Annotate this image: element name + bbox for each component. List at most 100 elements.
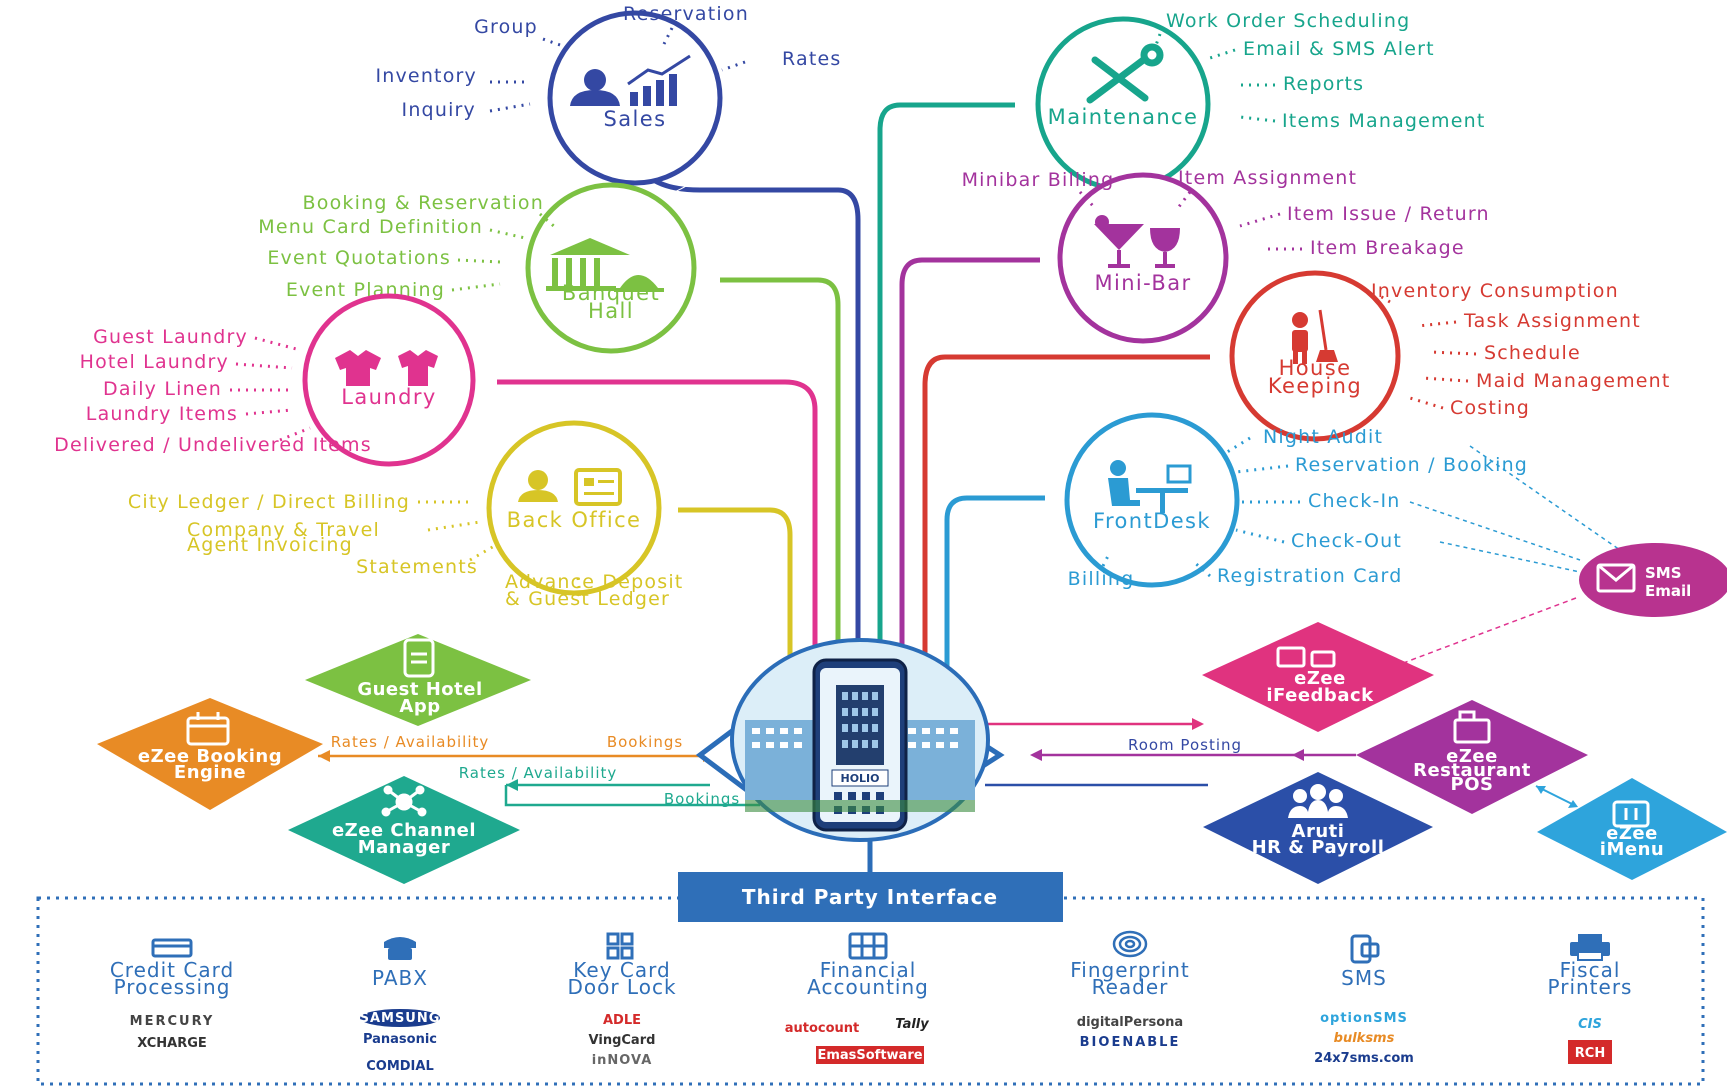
minibar-item-breakage: Item Breakage — [1310, 237, 1465, 259]
integration-booking-engine[interactable]: eZee Booking Engine — [97, 698, 323, 810]
center-hotel: HOLIO — [695, 638, 1005, 875]
module-backoffice[interactable]: Back Office — [486, 420, 662, 596]
tp-accounting-line2: Accounting — [807, 975, 929, 999]
frontdesk-title: FrontDesk — [1093, 509, 1211, 533]
third-party-title: Third Party Interface — [742, 885, 998, 909]
keycard-icon — [606, 932, 634, 960]
hr-payroll-line1: Aruti — [1292, 821, 1345, 842]
tp-sms[interactable]: SMS optionSMS bulksms 24x7sms.com — [1314, 934, 1414, 1066]
module-minibar[interactable]: Mini-Bar — [1057, 172, 1229, 344]
housekeeping-items: Inventory Consumption Task Assignment Sc… — [1371, 280, 1669, 419]
tp-fiscal-printers[interactable]: Fiscal Printers CIS RCH — [1548, 934, 1633, 1064]
banquet-item-0: Booking & Reservation — [303, 192, 544, 214]
maintenance-item-1: Email & SMS Alert — [1243, 38, 1435, 60]
module-sales[interactable]: Sales — [534, 0, 736, 201]
telephone-icon — [384, 937, 416, 960]
module-frontdesk[interactable]: FrontDesk — [1064, 412, 1240, 588]
logo-autocount: autocount — [785, 1021, 860, 1036]
laundry-item-1: Hotel Laundry — [80, 351, 229, 373]
logo-optionsms: optionSMS — [1320, 1011, 1408, 1026]
laundry-item-3: Laundry Items — [86, 403, 238, 425]
minibar-item-billing: Minibar Billing — [962, 169, 1115, 191]
laundry-item-0: Guest Laundry — [93, 326, 248, 348]
sales-items: Reservation Group Rates Inventory Inquir… — [375, 3, 840, 121]
frontdesk-item-night-audit: Night Audit — [1263, 426, 1383, 448]
module-housekeeping[interactable]: House Keeping — [1229, 270, 1401, 442]
back-office-icon — [518, 468, 622, 506]
mobile-app-icon — [403, 638, 435, 678]
integration-restaurant-pos[interactable]: eZee Restaurant POS — [1356, 700, 1588, 814]
sms-phone-icon — [1350, 934, 1380, 964]
tp-sms-line1: SMS — [1341, 966, 1387, 990]
flow-rates-availability-bottom: Rates / Availability — [459, 764, 618, 782]
laundry-title: Laundry — [341, 385, 436, 409]
sales-item-group: Group — [474, 16, 538, 38]
flow-arrows-left: Rates / Availability Bookings Rates / Av… — [318, 733, 760, 808]
tp-keycard[interactable]: Key Card Door Lock ADLE VingCard inNOVA — [567, 932, 676, 1068]
hr-payroll-line2: HR & Payroll — [1252, 837, 1385, 858]
tp-credit-card[interactable]: Credit Card Processing MERCURY XCHARGE — [110, 938, 234, 1051]
minibar-items: Minibar Billing Item Assignment Item Iss… — [962, 167, 1489, 259]
banquet-title-line2: Hall — [588, 299, 634, 323]
cocktail-glasses-icon — [1094, 215, 1180, 268]
tp-accounting[interactable]: Financial Accounting autocount Tally Ema… — [785, 932, 930, 1064]
backoffice-item-city-ledger: City Ledger / Direct Billing — [128, 491, 410, 513]
logo-innova: inNOVA — [592, 1053, 653, 1068]
integration-hr-payroll[interactable]: Aruti HR & Payroll — [1203, 772, 1433, 884]
sales-item-inventory: Inventory — [375, 65, 477, 87]
hotel-phone-icon: HOLIO — [745, 658, 975, 832]
backoffice-item-advance-2: & Guest Ledger — [505, 588, 670, 610]
tp-fiscal-line2: Printers — [1548, 975, 1633, 999]
tp-credit-card-line2: Processing — [114, 975, 231, 999]
module-banquet[interactable]: Banquet Hall — [525, 182, 697, 354]
banquet-title-line1: Banquet — [562, 281, 660, 305]
banquet-item-2: Event Quotations — [267, 247, 451, 269]
channel-manager-line2: Manager — [358, 837, 451, 858]
logo-panasonic: Panasonic — [363, 1032, 437, 1047]
restaurant-pos-line1: eZee — [1446, 746, 1498, 767]
sales-item-inquiry: Inquiry — [402, 99, 476, 121]
integration-imenu[interactable]: eZee iMenu — [1537, 778, 1727, 880]
tp-fiscal-line1: Fiscal — [1560, 958, 1621, 982]
tp-fingerprint[interactable]: Fingerprint Reader digitalPersona BIOENA… — [1070, 930, 1190, 1050]
module-laundry[interactable]: Laundry — [302, 293, 476, 467]
ifeedback-line2: iFeedback — [1266, 685, 1374, 706]
booking-engine-line1: eZee Booking — [138, 746, 282, 767]
tp-keycard-line1: Key Card — [573, 958, 670, 982]
backoffice-items: City Ledger / Direct Billing Company & T… — [128, 491, 682, 610]
frontdesk-item-reservation: Reservation / Booking — [1295, 454, 1528, 476]
integration-ifeedback[interactable]: eZee iFeedback — [1202, 622, 1434, 732]
module-maintenance[interactable]: Maintenance — [1035, 16, 1211, 192]
imenu-line2: iMenu — [1600, 839, 1664, 860]
logo-xcharge: XCHARGE — [137, 1036, 207, 1051]
banquet-items: Booking & Reservation Menu Card Definiti… — [258, 192, 557, 301]
ifeedback-line1: eZee — [1294, 668, 1346, 689]
housekeeping-title-line1: House — [1279, 356, 1352, 380]
integration-channel-manager[interactable]: eZee Channel Manager — [288, 776, 520, 884]
frontdesk-items: Night Audit Reservation / Booking Check-… — [1068, 426, 1621, 590]
menu-tablet-icon — [1612, 800, 1650, 828]
backoffice-item-company-1: Company & Travel — [187, 519, 380, 541]
maintenance-items: Work Order Scheduling Email & SMS Alert … — [1153, 10, 1484, 132]
maintenance-title: Maintenance — [1048, 105, 1199, 129]
sms-email-line1: SMS — [1645, 564, 1682, 582]
flow-bookings-top: Bookings — [607, 733, 683, 751]
logo-tally: Tally — [895, 1017, 929, 1032]
printer-icon — [1570, 934, 1610, 961]
third-party-section: Third Party Interface Credit Card Proces… — [36, 872, 1705, 1086]
minibar-title: Mini-Bar — [1094, 271, 1191, 295]
restaurant-pos-line3: POS — [1451, 774, 1494, 795]
sales-item-reservation: Reservation — [623, 3, 749, 25]
logo-emas: EmasSoftware — [817, 1048, 922, 1063]
sms-email-line2: Email — [1645, 582, 1691, 600]
frontdesk-item-registration: Registration Card — [1217, 565, 1402, 587]
housekeeping-item-0: Inventory Consumption — [1371, 280, 1619, 302]
cash-register-icon — [1453, 710, 1491, 744]
tshirt-icon — [335, 350, 438, 386]
laundry-item-2: Daily Linen — [103, 378, 222, 400]
housekeeper-icon — [1292, 309, 1338, 364]
housekeeping-title-line2: Keeping — [1268, 374, 1362, 398]
sms-email-node[interactable]: SMS Email — [1579, 543, 1727, 617]
integration-guest-app[interactable]: Guest Hotel App — [305, 634, 531, 726]
tp-pabx[interactable]: PABX SAMSUNG Panasonic COMDIAL — [360, 937, 441, 1074]
